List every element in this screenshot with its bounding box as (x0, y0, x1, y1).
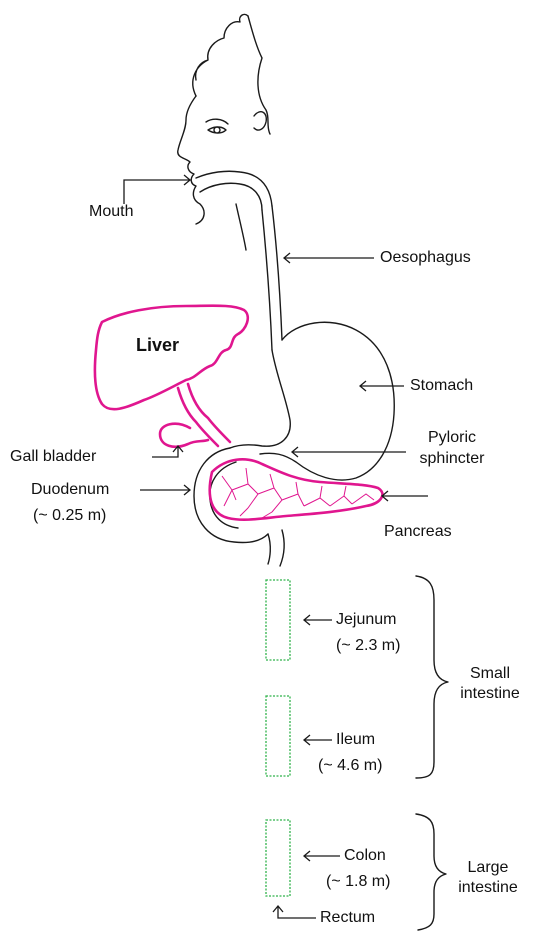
leader-lines (124, 175, 428, 918)
duodenum-exit (268, 530, 284, 566)
pancreas-label: Pancreas (384, 522, 452, 542)
face-outline (178, 96, 204, 224)
ileum-label: Ileum (336, 730, 375, 750)
colon-segment (266, 820, 290, 896)
small-intestine-brace (416, 576, 448, 778)
hair-outline (193, 14, 248, 96)
colon-label: Colon (344, 846, 386, 866)
pancreas-outline (210, 459, 383, 519)
oesophagus-outer-wall (272, 206, 282, 340)
liver-outline (95, 306, 248, 410)
oesophagus-label: Oesophagus (380, 248, 471, 268)
large-intestine-label-line1: Large (448, 858, 528, 878)
eye-icon (208, 127, 226, 133)
duodenum-label: Duodenum (31, 480, 109, 500)
mouth-label: Mouth (89, 202, 133, 222)
ileum-length-label: (~ 4.6 m) (318, 756, 382, 776)
gall-bladder-label: Gall bladder (10, 447, 96, 467)
rectum-label: Rectum (320, 908, 375, 928)
stomach-inner-curve (230, 350, 290, 448)
pyloric-sphincter-label-line1: Pyloric (410, 428, 494, 448)
colon-length-label: (~ 1.8 m) (326, 872, 390, 892)
brow (206, 119, 228, 124)
ear-outline (254, 112, 266, 130)
large-intestine-label-line2: intestine (448, 878, 528, 898)
oral-cavity-inner (200, 183, 262, 210)
large-intestine-brace (416, 814, 446, 930)
small-intestine-label-line2: intestine (450, 684, 530, 704)
jejunum-segment (266, 580, 290, 660)
liver-label: Liver (136, 335, 179, 355)
stomach-outline (260, 322, 394, 480)
oesophagus-inner-wall (262, 210, 272, 350)
small-intestine-label-line1: Small (450, 664, 530, 684)
bile-duct (178, 384, 230, 446)
stomach-label: Stomach (410, 376, 473, 396)
neck-outline (236, 204, 246, 250)
ileum-segment (266, 696, 290, 776)
pyloric-sphincter-label-line2: sphincter (410, 449, 494, 469)
jejunum-label: Jejunum (336, 610, 396, 630)
jejunum-length-label: (~ 2.3 m) (336, 636, 400, 656)
pancreas-lobules (222, 468, 374, 518)
duodenum-length-label: (~ 0.25 m) (33, 506, 106, 526)
